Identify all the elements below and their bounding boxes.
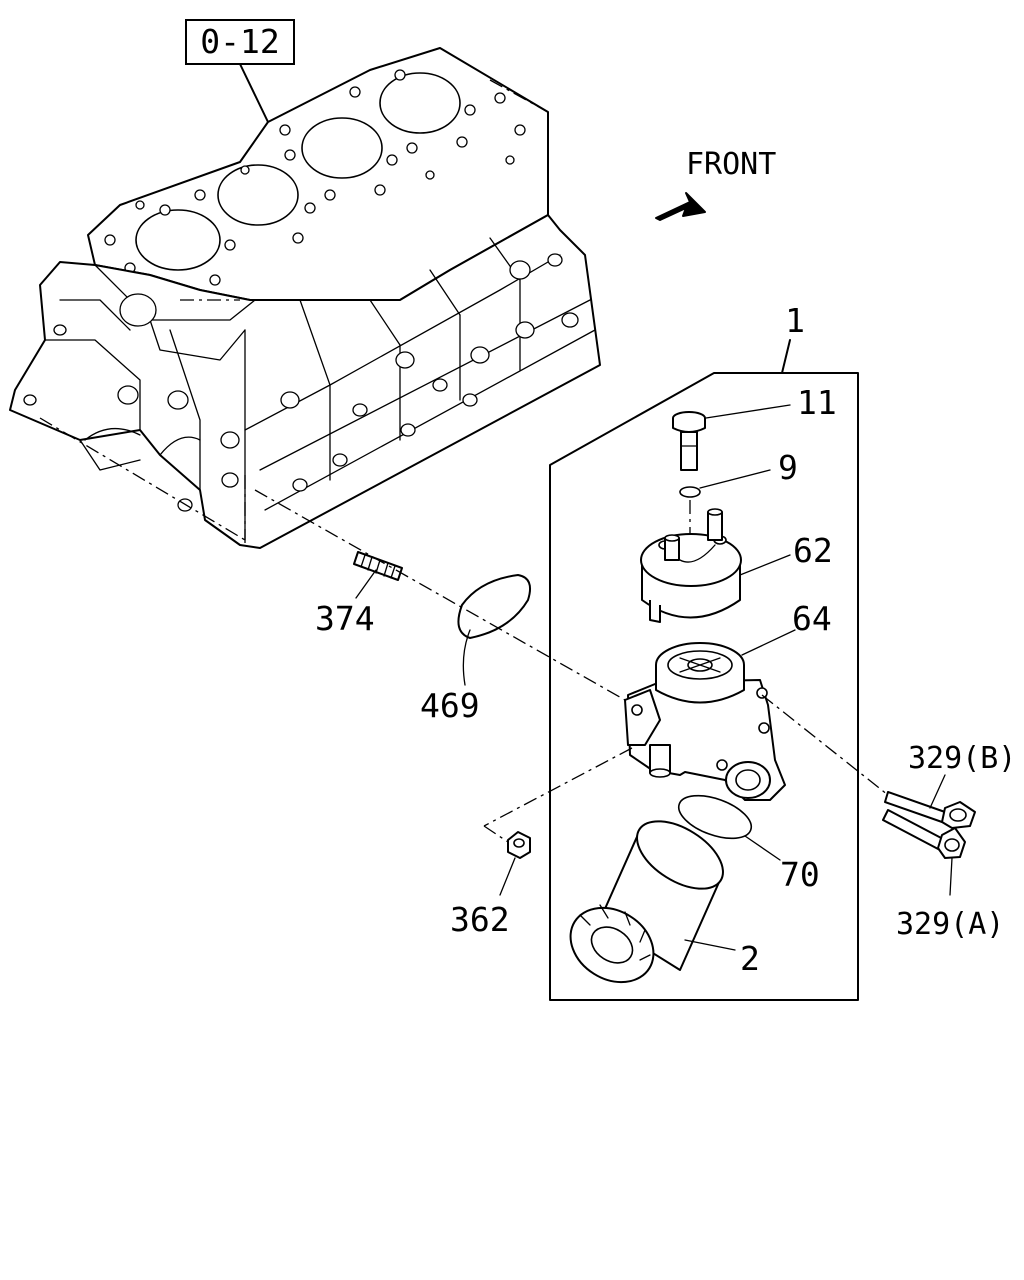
oil-cooler-part-62[interactable]	[640, 508, 742, 623]
gasket-part-469[interactable]	[457, 574, 531, 639]
front-direction-indicator: FRONT	[655, 147, 776, 221]
callout-64: 64	[792, 599, 832, 638]
reference-box-label: 0-12	[200, 22, 279, 61]
assembly-boundary	[549, 372, 859, 1001]
assembly-leader	[781, 339, 791, 374]
oil-filter-part-2[interactable]	[557, 808, 735, 998]
nut-part-362[interactable]	[507, 831, 531, 859]
gasket-part-70[interactable]	[673, 787, 757, 847]
callout-62: 62	[793, 531, 833, 570]
callout-labels: 1 11 9 62 64 374 469 329(B) 329(A) 362 7…	[315, 301, 1016, 978]
engine-block-illustration	[9, 47, 601, 549]
reference-leader	[239, 63, 269, 123]
stud-part-374[interactable]	[353, 551, 403, 581]
bolt-part-329b[interactable]	[884, 791, 976, 829]
callout-329a: 329(A)	[896, 907, 1004, 942]
callout-70: 70	[780, 855, 820, 894]
o-ring-part-9[interactable]	[679, 486, 701, 498]
callout-11: 11	[797, 383, 837, 422]
callout-329b: 329(B)	[908, 741, 1016, 776]
reference-box[interactable]: 0-12	[185, 19, 295, 65]
bolt-part-11[interactable]	[672, 411, 706, 471]
callout-2: 2	[740, 939, 760, 978]
callout-9: 9	[778, 448, 798, 487]
callout-362: 362	[450, 900, 510, 939]
assembly-centerlines	[254, 489, 889, 843]
front-label: FRONT	[686, 147, 776, 182]
bolt-part-329a[interactable]	[882, 809, 966, 859]
oil-filter-housing-part-64[interactable]	[624, 642, 786, 801]
callout-469: 469	[420, 686, 480, 725]
callout-374: 374	[315, 599, 375, 638]
callout-1: 1	[785, 301, 805, 340]
front-arrow-icon	[655, 192, 706, 221]
